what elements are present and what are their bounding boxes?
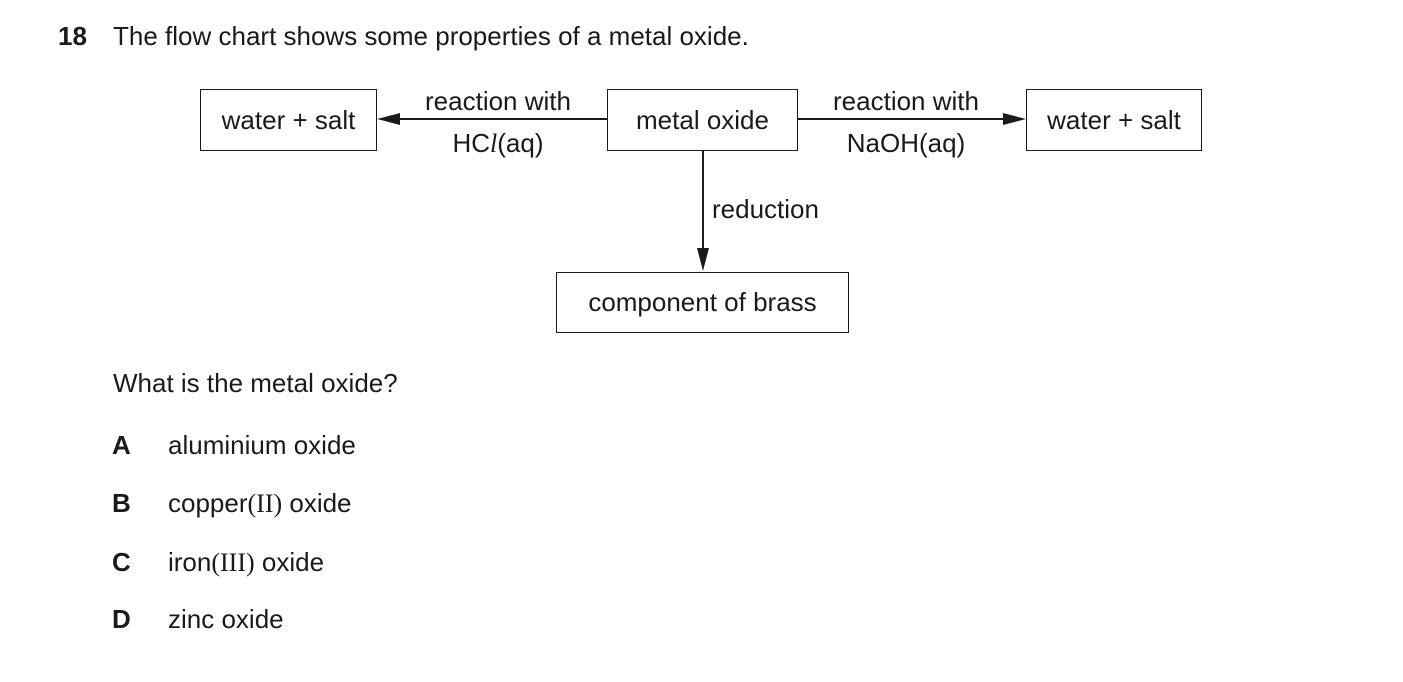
option-c-text: iron(III) oxide xyxy=(168,546,324,579)
hcl-suffix: (aq) xyxy=(497,128,544,158)
option-b-roman: (II) xyxy=(247,489,283,518)
option-c-post: oxide xyxy=(254,547,325,577)
question-number: 18 xyxy=(58,21,87,51)
center-box-metal-oxide: metal oxide xyxy=(607,89,798,151)
hcl-italic-l: l xyxy=(490,129,498,158)
option-b-text: copper(II) oxide xyxy=(168,487,352,520)
down-arrow-label-reduction: reduction xyxy=(712,194,819,224)
question-prompt: What is the metal oxide? xyxy=(113,368,398,398)
option-b-letter: B xyxy=(112,488,131,518)
option-d-text: zinc oxide xyxy=(168,604,284,634)
option-c-letter: C xyxy=(112,547,131,577)
question-stem: The flow chart shows some properties of … xyxy=(113,21,749,51)
option-b-post: oxide xyxy=(282,488,352,518)
option-a-text: aluminium oxide xyxy=(168,430,356,460)
right-box-water-salt: water + salt xyxy=(1026,89,1202,151)
option-d-letter: D xyxy=(112,604,131,634)
left-box-water-salt: water + salt xyxy=(200,89,377,151)
hcl-prefix: HC xyxy=(452,128,491,158)
bottom-box-component-of-brass: component of brass xyxy=(556,272,849,333)
left-arrowhead xyxy=(377,113,400,125)
right-arrow-label-bottom: NaOH(aq) xyxy=(846,128,966,158)
right-arrowhead xyxy=(1003,113,1026,125)
option-a-letter: A xyxy=(112,430,131,460)
right-arrow-label-top: reaction with xyxy=(833,86,979,116)
left-arrow-label-top: reaction with xyxy=(425,86,571,116)
option-b-pre: copper xyxy=(168,488,248,518)
left-arrow-label-bottom: HCl(aq) xyxy=(412,127,584,160)
down-arrowhead xyxy=(697,248,709,271)
option-c-roman: (III) xyxy=(211,548,255,577)
option-c-pre: iron xyxy=(168,547,212,577)
